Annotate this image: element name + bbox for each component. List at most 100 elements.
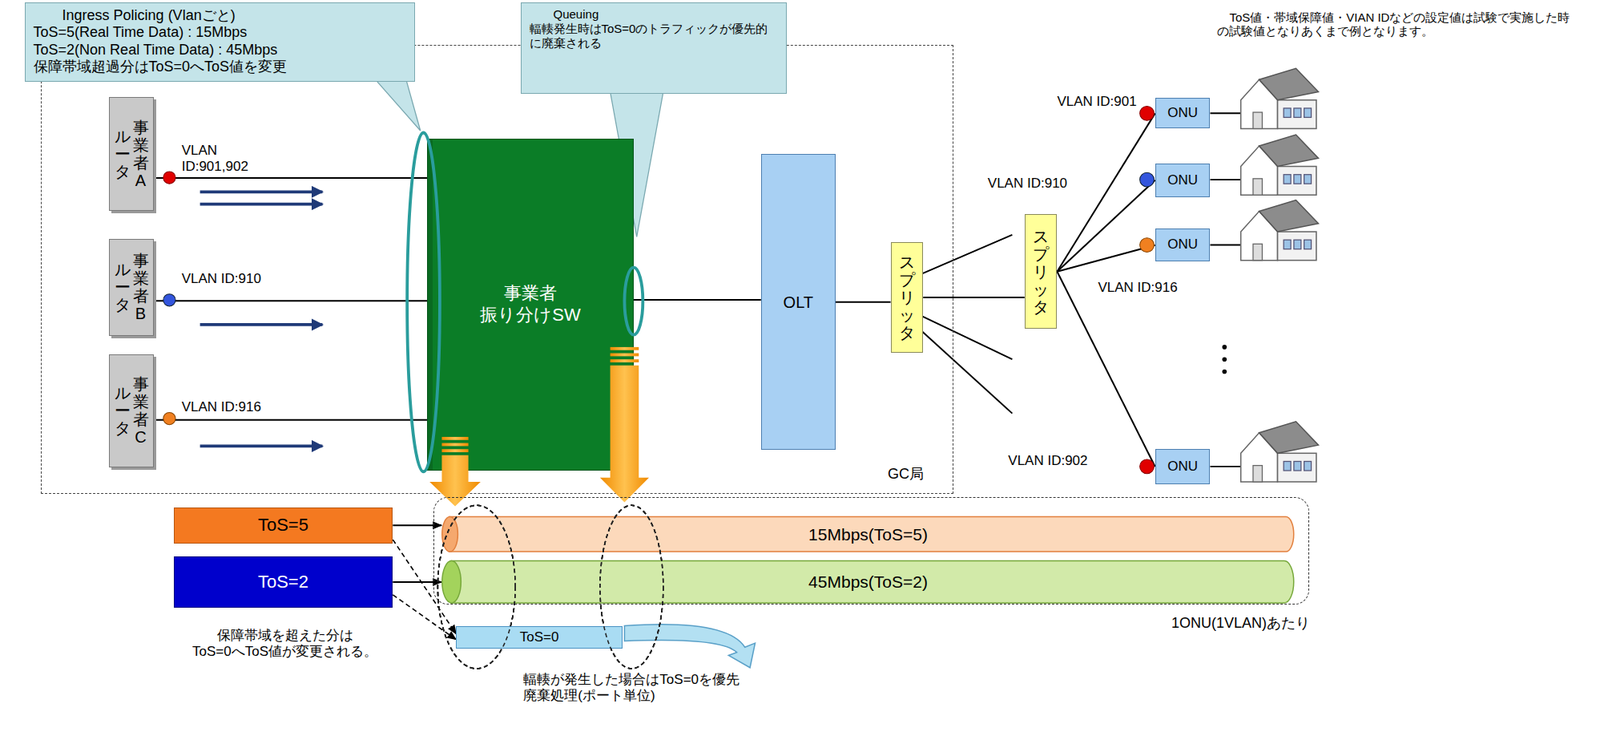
connector-line	[835, 301, 891, 303]
rect-part	[441, 436, 468, 440]
connector-line	[153, 419, 428, 421]
node-text: ToS=0	[519, 628, 560, 645]
node-text: 事業者C	[132, 374, 150, 446]
router-box: 事業者Cルータ	[108, 354, 154, 468]
node-text: ルータ	[114, 127, 131, 181]
line-part	[922, 331, 1012, 414]
circle-part	[1140, 237, 1155, 253]
circle-part	[1222, 356, 1228, 362]
note-label: ToS値・帯域保障値・VIAN IDなどの設定値は試験で実施した時 の試験値とな…	[1217, 10, 1594, 39]
connector-line	[633, 298, 762, 301]
circle-part	[163, 411, 176, 424]
node-text: ONU	[1167, 458, 1198, 475]
line-part	[1209, 112, 1241, 114]
node-text: ToS=5	[257, 514, 309, 536]
circle-part	[1140, 459, 1155, 474]
rect-part	[441, 448, 468, 452]
ellipsis-dots	[1222, 344, 1228, 374]
node-text: ルータ	[114, 260, 131, 314]
note-label: 保障帯域を超えた分は ToS=0へToS値が変更される。	[185, 627, 386, 659]
line-part	[922, 316, 1012, 359]
node-text: 事業者B	[132, 251, 150, 323]
node-text: ONU	[1167, 104, 1198, 121]
connector-line	[1056, 271, 1155, 467]
tos-box: ToS=2	[173, 556, 394, 608]
ellipse-part	[407, 132, 440, 472]
node-text: Ingress Policing (Vlanごと)	[33, 7, 236, 25]
cylinder-cap	[442, 516, 459, 553]
connector-line	[392, 539, 456, 634]
polygon-part	[429, 455, 481, 507]
switch-box: 事業者 振り分けSW	[427, 138, 633, 471]
tos-box: ToS=0	[455, 625, 623, 649]
connector-line	[153, 299, 428, 302]
node-text: 輻輳発生時はToS=0のトラフィックが優先的 に廃棄される	[529, 21, 778, 51]
rect-part	[610, 346, 640, 351]
node-text: OLT	[783, 292, 814, 312]
line-part	[200, 322, 323, 327]
node-text: 15Mbps(ToS=5)	[808, 523, 928, 545]
note-label: 輻輳が発生した場合はToS=0を優先 廃棄処理(ポート単位)	[523, 671, 764, 703]
onu-box: ONU	[1155, 228, 1211, 262]
circle-part	[1222, 344, 1228, 350]
use-part	[1241, 421, 1319, 482]
node-text: ToS=2(Non Real Time Data) : 45Mbps	[33, 41, 279, 60]
discard-arrow	[624, 624, 755, 668]
connector-line	[1056, 180, 1155, 272]
line-part	[1209, 178, 1241, 181]
line-part	[200, 443, 323, 448]
router-box: 事業者Bルータ	[108, 238, 154, 336]
circle-part	[163, 171, 176, 184]
note-label: VLAN ID:910	[987, 175, 1068, 192]
line-part	[1209, 244, 1241, 246]
node-text: 45Mbps(ToS=2)	[808, 571, 928, 592]
ellipse-part	[437, 504, 516, 669]
router-box: 事業者Aルータ	[108, 96, 154, 212]
rect-part	[610, 358, 640, 363]
onu-box: ONU	[1155, 163, 1211, 198]
use-part	[1241, 134, 1319, 195]
node-text: スプリッタ	[1032, 227, 1049, 316]
cylinder-cap	[442, 560, 462, 602]
circle-part	[1140, 172, 1155, 187]
use-part	[1241, 200, 1319, 261]
connector-line	[1056, 112, 1155, 271]
cylinder-body	[449, 516, 1294, 553]
polygon-part	[375, 79, 421, 131]
callout-box: Ingress Policing (Vlanごと)ToS=5(Real Time…	[24, 2, 416, 82]
node-text: 1ONU(1VLAN)あたり	[1171, 614, 1310, 633]
connector-line	[922, 296, 1024, 299]
note-label: VLAN ID:901	[1056, 93, 1137, 110]
line-part	[200, 189, 323, 194]
bandwidth-tube: 45Mbps(ToS=2)	[441, 560, 1295, 603]
line-part	[200, 202, 323, 206]
splitter-box: スプリッタ	[1024, 213, 1058, 329]
circle-part	[1222, 369, 1228, 375]
house-wire	[1209, 112, 1241, 467]
node-text: ToS=5(Real Time Data) : 15Mbps	[33, 24, 248, 42]
g-part	[429, 346, 649, 507]
ellipse-part	[600, 504, 664, 669]
rect-part	[610, 353, 640, 357]
callout-box: Queuing輻輳発生時はToS=0のトラフィックが優先的 に廃棄される	[520, 2, 787, 95]
region-box: GC局事業者Aルータ事業者Bルータ事業者Cルータ 事業者 振り分けSWOLTスプ…	[40, 44, 954, 494]
ellipse-part	[624, 267, 643, 335]
olt-box: OLT	[761, 153, 836, 450]
node-text: ONU	[1167, 236, 1198, 253]
node-text: Queuing	[529, 7, 600, 22]
note-label: VLAN ID:916	[181, 398, 262, 416]
note-label: VLAN ID:910	[181, 270, 262, 287]
node-text: ルータ	[114, 383, 131, 437]
node-text: 事業者 振り分けSW	[470, 282, 591, 326]
connector-line	[1056, 245, 1155, 272]
onu-box: ONU	[1155, 97, 1211, 129]
note-label: VLAN ID:916	[1097, 279, 1177, 296]
node-text: 事業者A	[132, 118, 150, 190]
node-text: GC局	[887, 465, 924, 484]
circle-part	[1140, 105, 1155, 121]
cylinder-body	[451, 560, 1294, 602]
node-text: ToS=2	[257, 571, 309, 593]
connector-line	[392, 594, 456, 640]
